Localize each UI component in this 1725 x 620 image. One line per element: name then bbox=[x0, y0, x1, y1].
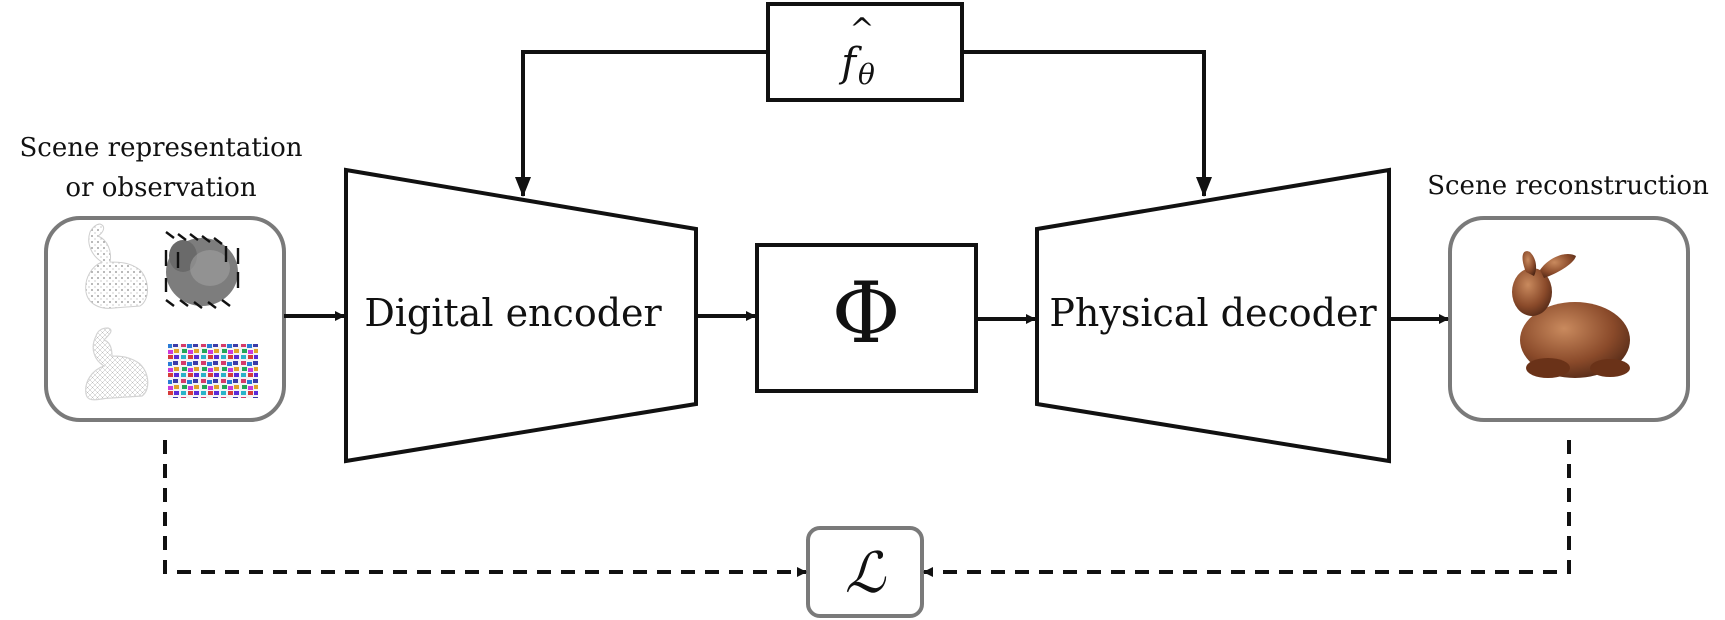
input-label-line2: or observation bbox=[65, 173, 256, 203]
encoder-label: Digital encoder bbox=[364, 291, 662, 335]
loss-box: ℒ bbox=[806, 526, 924, 618]
input-label-line1: Scene representation bbox=[19, 133, 302, 163]
textured-bunny-icon bbox=[1512, 251, 1630, 378]
decoder-label: Physical decoder bbox=[1049, 291, 1377, 335]
f-hat: ^ bbox=[849, 12, 874, 47]
digital-encoder: Digital encoder bbox=[344, 167, 698, 464]
sliced-bunny-icon bbox=[164, 231, 240, 309]
output-panel: Scene reconstruction bbox=[1427, 171, 1709, 422]
output-to-loss-dashed-arrow bbox=[923, 440, 1571, 577]
output-label: Scene reconstruction bbox=[1427, 171, 1709, 201]
physical-decoder: Physical decoder bbox=[1035, 167, 1391, 464]
f-to-decoder-arrow bbox=[962, 50, 1212, 197]
point-cloud-bunny-icon bbox=[85, 223, 148, 309]
f-to-encoder-arrow bbox=[515, 50, 768, 197]
phi-box: Φ bbox=[755, 243, 978, 393]
pattern-tile-icon bbox=[168, 344, 258, 398]
input-panel: Scene representation or observation bbox=[19, 133, 303, 422]
f-theta-box: ^ f θ bbox=[766, 2, 964, 102]
loss-label: ℒ bbox=[845, 541, 887, 606]
f-subscript: θ bbox=[858, 58, 875, 91]
mesh-bunny-icon bbox=[85, 327, 149, 401]
phi-label: Φ bbox=[832, 264, 901, 362]
input-to-loss-dashed-arrow bbox=[163, 440, 807, 577]
